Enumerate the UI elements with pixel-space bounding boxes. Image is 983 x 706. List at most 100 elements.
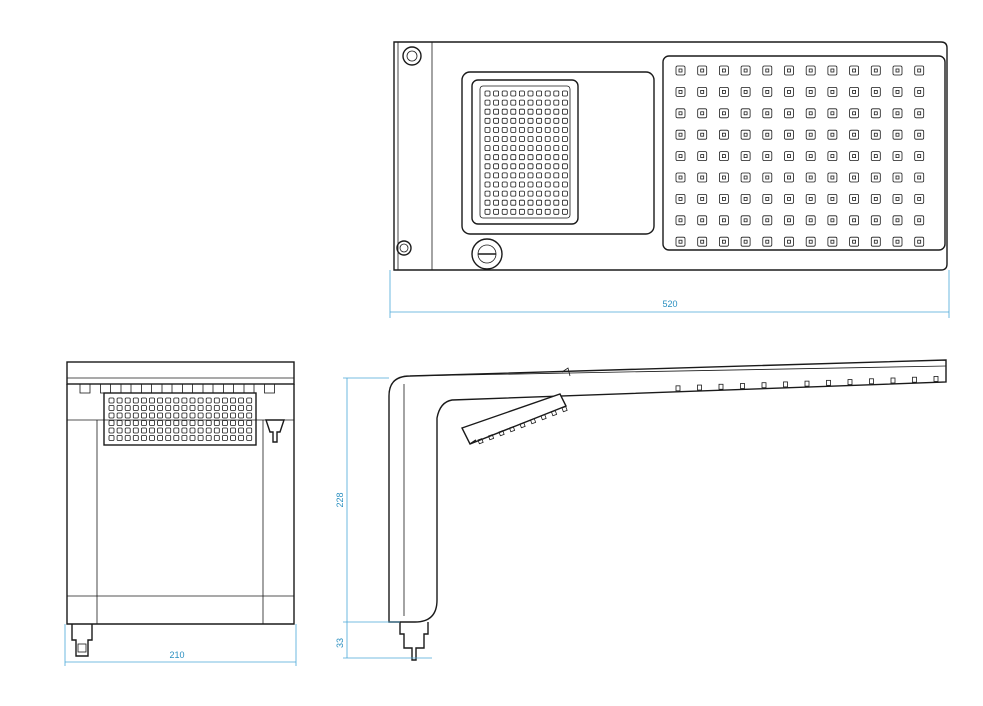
hand-nozzle — [562, 99, 568, 106]
hand-nozzle — [527, 181, 534, 188]
hand-nozzle — [519, 190, 525, 197]
side-hand-nub — [561, 406, 568, 413]
rain-nozzle — [870, 65, 881, 76]
front-nozzle — [213, 435, 220, 441]
hand-nozzle — [544, 117, 551, 124]
mount-boss-top — [402, 46, 422, 66]
front-nozzle — [189, 405, 196, 411]
front-nozzle — [165, 427, 172, 434]
hand-nozzle — [553, 208, 560, 215]
rain-nozzle — [892, 172, 903, 183]
hand-nozzle — [562, 145, 568, 152]
front-nozzle — [116, 412, 123, 419]
hand-nozzle — [484, 163, 491, 170]
selector-knob — [471, 238, 503, 270]
front-top-plate — [66, 361, 295, 385]
hand-nozzle — [519, 99, 525, 106]
hand-nozzle — [544, 145, 551, 152]
hand-nozzle — [544, 136, 551, 142]
front-nozzle — [213, 427, 220, 434]
rain-nozzle — [762, 87, 773, 97]
front-nozzle — [149, 427, 155, 434]
front-nozzle — [189, 412, 196, 419]
rain-nozzle — [827, 108, 838, 119]
rain-nozzle — [805, 236, 816, 247]
hand-nozzle — [562, 108, 568, 115]
front-nozzle — [246, 397, 253, 404]
rain-nozzle — [697, 193, 708, 204]
rain-nozzle — [697, 65, 708, 76]
rain-nozzle — [827, 129, 838, 140]
hand-nozzle — [544, 99, 551, 106]
front-nozzle — [181, 435, 188, 441]
front-nozzle — [246, 427, 253, 434]
hand-nozzle — [484, 208, 491, 215]
front-nozzle — [197, 420, 204, 426]
hand-nozzle — [527, 199, 534, 206]
hand-nozzle — [553, 181, 560, 188]
dimension-side-height: 228 — [335, 377, 400, 623]
rain-nozzle — [805, 65, 816, 76]
front-nozzle — [132, 397, 139, 404]
hand-nozzle — [544, 154, 551, 161]
rain-nozzle — [762, 129, 773, 140]
front-nozzle — [181, 397, 188, 404]
hand-nozzle — [536, 136, 542, 142]
hand-nozzle — [536, 117, 542, 124]
hand-nozzle — [484, 99, 491, 106]
hand-nozzle — [510, 154, 517, 161]
front-nozzle — [149, 420, 155, 426]
rain-nozzle — [892, 151, 903, 162]
front-tab — [79, 383, 91, 394]
rain-nozzle — [805, 151, 816, 162]
front-nozzle — [140, 427, 147, 434]
hand-nozzle — [501, 190, 508, 197]
front-nozzle — [116, 397, 123, 404]
hand-nozzle — [519, 117, 525, 124]
hand-nozzle — [553, 117, 560, 124]
rain-nozzle — [805, 215, 816, 226]
rain-nozzle — [675, 151, 686, 162]
rain-nozzle — [762, 151, 773, 162]
hand-nozzle — [553, 145, 560, 152]
front-nozzle — [140, 412, 147, 419]
side-hand-nub — [550, 410, 558, 417]
rain-nozzle — [849, 87, 859, 97]
side-nub — [675, 385, 681, 392]
hand-nozzle — [510, 190, 517, 197]
hand-nozzle — [536, 108, 542, 115]
front-nozzle — [116, 435, 123, 441]
front-nozzle — [238, 405, 245, 411]
hand-nozzle — [493, 181, 500, 188]
hand-nozzle — [553, 190, 560, 197]
front-nozzle — [197, 435, 204, 441]
front-nozzle — [157, 427, 164, 434]
hand-nozzle — [527, 136, 534, 142]
rain-nozzle — [675, 65, 686, 76]
front-nozzle — [181, 412, 188, 419]
rain-nozzle — [697, 87, 708, 97]
rain-head-plate — [662, 55, 946, 251]
front-nozzle — [157, 435, 164, 441]
front-nozzle — [181, 405, 188, 411]
front-nozzle — [230, 435, 236, 441]
hand-nozzle — [553, 90, 560, 97]
hand-nozzle — [562, 208, 568, 215]
front-nozzle — [238, 412, 245, 419]
hand-nozzle — [510, 108, 517, 115]
rain-nozzle — [870, 151, 881, 162]
side-hand-shower — [461, 393, 567, 445]
rain-nozzle — [870, 215, 881, 226]
hand-nozzle — [553, 163, 560, 170]
hand-nozzle — [562, 190, 568, 197]
rain-nozzle — [827, 215, 838, 226]
front-nozzle — [230, 405, 236, 411]
side-nub — [804, 380, 810, 387]
rain-nozzle — [892, 215, 903, 226]
hand-nozzle — [501, 199, 508, 206]
side-nub — [847, 379, 853, 385]
hand-nozzle — [501, 163, 508, 170]
front-nozzle — [221, 435, 228, 441]
hand-nozzle — [527, 127, 534, 133]
top-view-outline — [393, 41, 948, 271]
